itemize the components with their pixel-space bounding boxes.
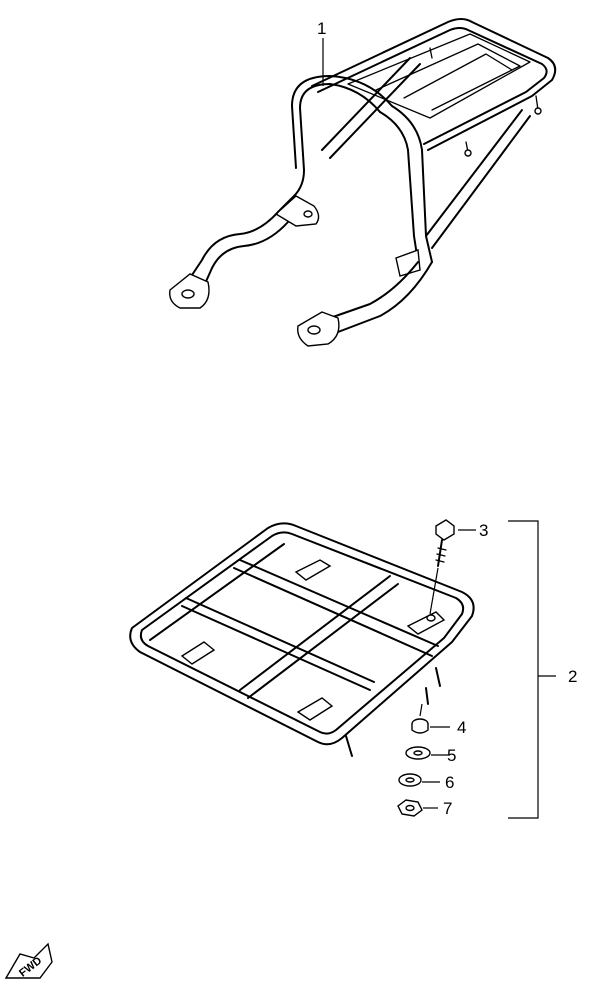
washer-6 (398, 773, 422, 787)
callout-3: 3 (479, 521, 488, 540)
collar (411, 718, 429, 734)
bolt (435, 519, 455, 567)
rear-carrier-frame (169, 18, 557, 347)
callout-6: 6 (445, 773, 454, 792)
fwd-arrow-icon (4, 942, 53, 979)
washer-5 (405, 746, 431, 760)
bracket-line (508, 520, 556, 819)
fwd-badge: FWD (4, 942, 53, 980)
callout-7: 7 (443, 799, 452, 818)
callout-4: 4 (457, 718, 466, 737)
callout-1: 1 (317, 19, 326, 38)
callout-5: 5 (447, 746, 456, 765)
callout-2: 2 (568, 667, 577, 686)
nut (397, 799, 423, 817)
flat-carrier-rack (129, 522, 475, 757)
